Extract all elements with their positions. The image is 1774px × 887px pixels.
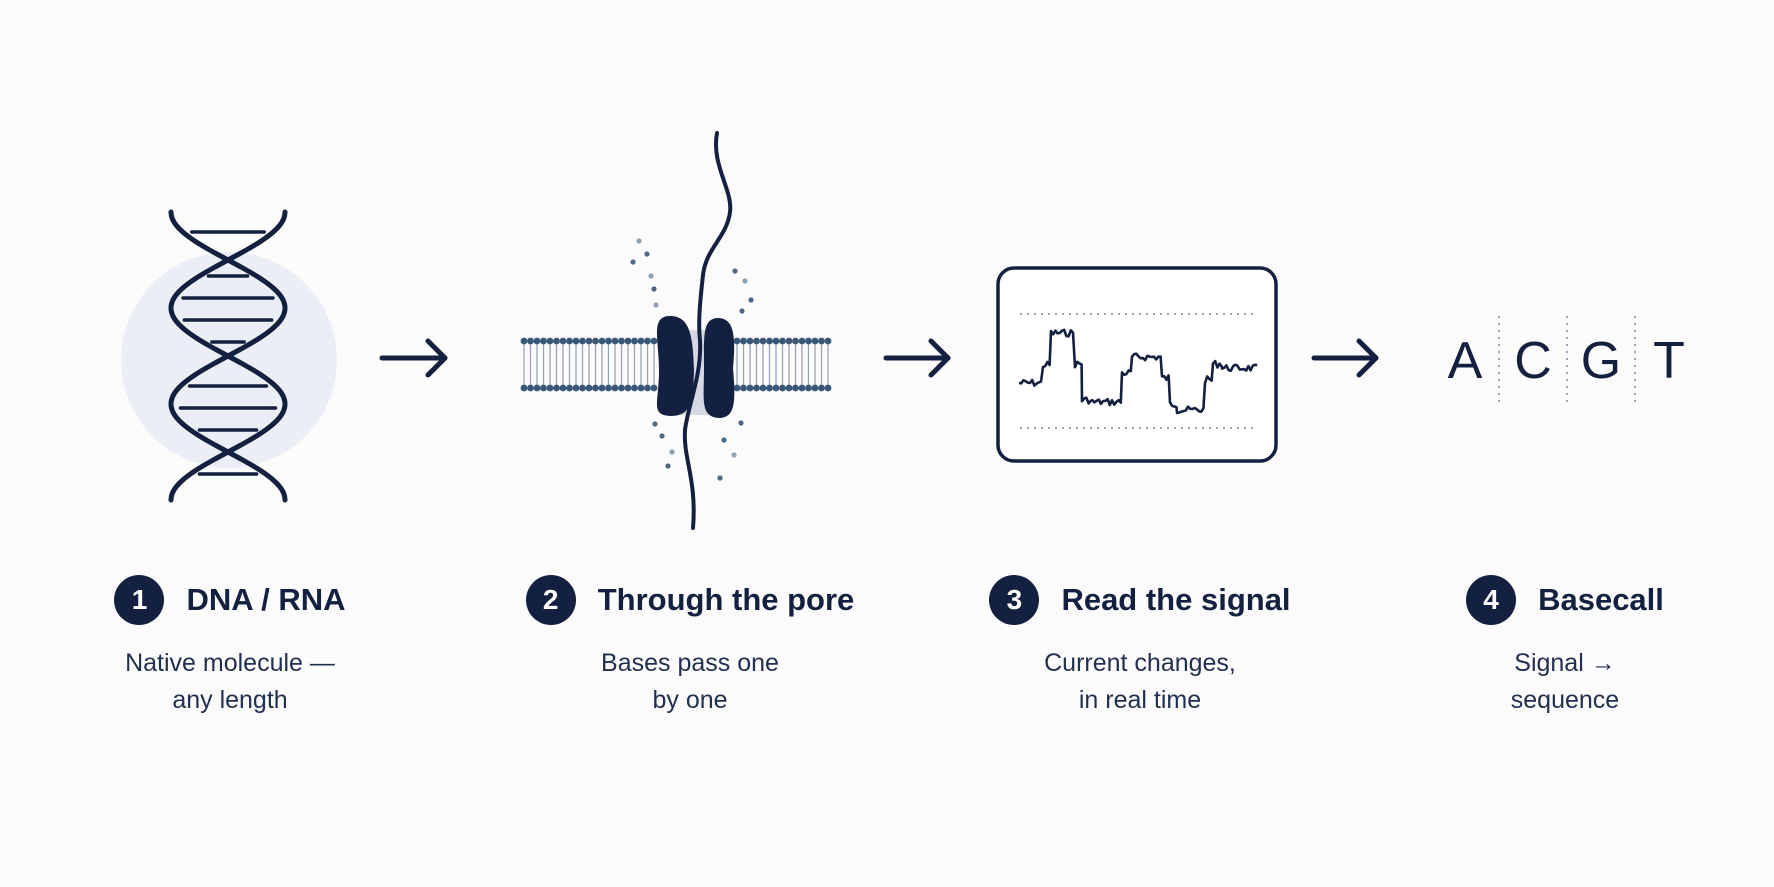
step-description-line: Native molecule — <box>125 649 335 677</box>
step-title: Through the pore <box>597 582 855 617</box>
pore-right <box>703 318 735 418</box>
signal-screen <box>996 266 1278 463</box>
base-letter: A <box>1448 332 1483 390</box>
bases-icon: A C G T <box>1448 316 1685 402</box>
step-header: 2 Through the pore <box>525 575 855 625</box>
step-number-badge: 2 <box>525 575 576 625</box>
step-description-line: by one <box>652 686 728 714</box>
membrane-lipids <box>523 344 829 385</box>
step-description-line: in real time <box>1078 686 1202 714</box>
step-4: 4 Basecall Signal → sequence <box>1430 575 1700 719</box>
ion-dots <box>630 238 754 481</box>
step-description-line: sequence <box>1510 686 1620 714</box>
step-description-line: any length <box>172 686 288 714</box>
step-title: Basecall <box>1538 582 1664 617</box>
dna-strand-through-pore <box>682 131 733 530</box>
step-number-badge: 1 <box>114 575 165 625</box>
step-header: 1 DNA / RNA <box>114 575 346 625</box>
step-2: 2 Through the pore Bases pass one by one <box>510 575 870 719</box>
step-header: 3 Read the signal <box>989 575 1291 625</box>
step-description: Signal → sequence <box>1511 645 1619 719</box>
pore-left <box>656 316 694 416</box>
signal-trace-icon <box>996 266 1278 463</box>
base-letter: C <box>1514 332 1552 390</box>
arrow-right-icon <box>1311 338 1379 378</box>
step-description-line: Signal → <box>1514 649 1616 677</box>
step-description: Native molecule — any length <box>125 645 335 719</box>
signal-trace-line <box>1018 328 1258 415</box>
step-1: 1 DNA / RNA Native molecule — any length <box>80 575 380 719</box>
step-number-badge: 4 <box>1466 575 1517 625</box>
step-3: 3 Read the signal Current changes, in re… <box>970 575 1310 719</box>
dna-strand-b <box>168 209 288 503</box>
step-description-line: Bases pass one <box>601 649 779 677</box>
nanopore-icon <box>520 131 832 530</box>
step-title: Read the signal <box>1061 582 1291 617</box>
step-description: Bases pass one by one <box>601 645 779 719</box>
step-description: Current changes, in real time <box>1044 645 1236 719</box>
membrane-heads <box>520 337 832 392</box>
arrow-right-icon <box>883 338 951 378</box>
step-number-badge: 3 <box>989 575 1040 625</box>
step-description-line: Current changes, <box>1044 649 1236 677</box>
step-title: DNA / RNA <box>186 582 346 617</box>
base-letter: T <box>1653 332 1685 390</box>
dna-helix-icon <box>121 209 337 503</box>
step-header: 4 Basecall <box>1466 575 1664 625</box>
dna-halo <box>121 252 337 468</box>
base-letter: G <box>1581 332 1621 390</box>
arrow-right-icon <box>379 338 448 378</box>
